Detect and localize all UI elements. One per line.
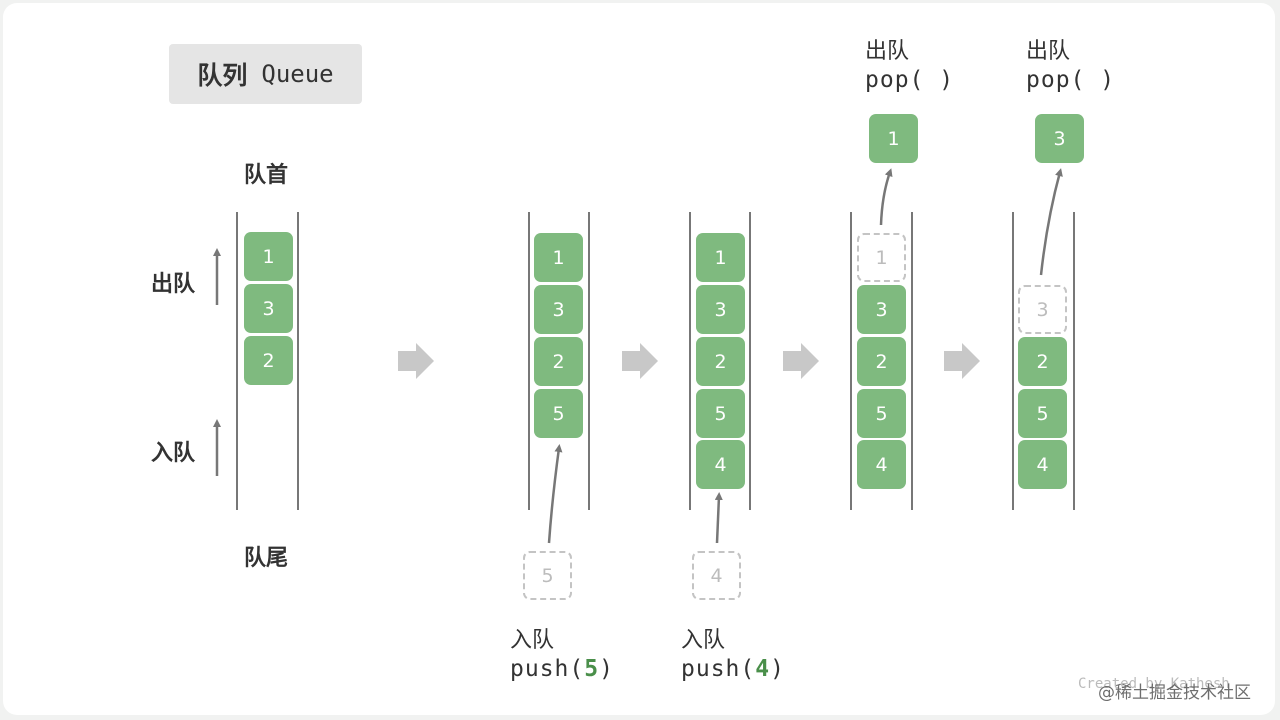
stage-2-cell: 5 [534, 389, 583, 438]
stage-5-left-rail [1012, 212, 1014, 510]
stage-5-cell: 2 [1018, 337, 1067, 386]
stage-2-pending-cell: 5 [523, 551, 572, 600]
stage-4-left-rail [850, 212, 852, 510]
stage-3-op-label: 入队 [681, 628, 726, 653]
stage-3-cell: 2 [696, 337, 745, 386]
op-code-suffix: ) [770, 656, 785, 682]
stage-3-pending-cell: 4 [692, 551, 741, 600]
stage-2-cell: 2 [534, 337, 583, 386]
stage-4-ghost-cell: 1 [857, 233, 906, 282]
transition-arrow-2 [622, 343, 658, 379]
stage-1-left-rail [236, 212, 238, 510]
transition-arrow-3 [783, 343, 819, 379]
stage-4-op-label: 出队 [865, 39, 910, 64]
stage-3-op-code: push(4) [681, 656, 785, 682]
stage-2-cell: 3 [534, 285, 583, 334]
stage-3-cell: 1 [696, 233, 745, 282]
stage-4-cell: 3 [857, 285, 906, 334]
stage-2-push-arrow [547, 444, 563, 544]
title-cn: 队列 [197, 61, 248, 90]
stage-4-right-rail [911, 212, 913, 510]
stage-2-right-rail [588, 212, 590, 510]
stage-2-cell: 1 [534, 233, 583, 282]
stage-4-op-code: pop( ) [865, 67, 955, 93]
stage-4-popped-cell: 1 [869, 114, 918, 163]
stage-3-right-rail [749, 212, 751, 510]
op-code-prefix: push( [510, 656, 585, 682]
watermark: @稀土掘金技术社区 [1098, 683, 1251, 703]
stage-1-cell: 1 [244, 232, 293, 281]
stage-1-cell: 2 [244, 336, 293, 385]
stage-1-right-rail [297, 212, 299, 510]
stage-3-push-arrow [714, 492, 723, 544]
stage-2-op-code: push(5) [510, 656, 614, 682]
stage-5-op-code: pop( ) [1026, 67, 1116, 93]
stage-5-popped-cell: 3 [1035, 114, 1084, 163]
stage-5-ghost-cell: 3 [1018, 285, 1067, 334]
transition-arrow-4 [944, 343, 980, 379]
stage-2-op-label: 入队 [510, 628, 555, 653]
stage-5-cell: 5 [1018, 389, 1067, 438]
op-code-prefix: push( [681, 656, 756, 682]
op-code-suffix: ) [599, 656, 614, 682]
stage-2-left-rail [528, 212, 530, 510]
queue-tail-label: 队尾 [244, 546, 289, 571]
stage-3-left-rail [689, 212, 691, 510]
enqueue-label: 入队 [151, 441, 196, 466]
stage-4-pop-arrow [879, 168, 893, 226]
title-box: 队列 Queue [169, 44, 362, 104]
watermark-faint: Created by Kathesh [1078, 676, 1230, 692]
op-code-arg: 5 [584, 656, 600, 682]
stage-4-cell: 2 [857, 337, 906, 386]
queue-head-label: 队首 [244, 163, 289, 188]
stage-3-cell: 4 [696, 440, 745, 489]
title-en: Queue [261, 60, 334, 88]
stage-4-cell: 4 [857, 440, 906, 489]
stage-4-cell: 5 [857, 389, 906, 438]
stage-3-cell: 3 [696, 285, 745, 334]
stage-5-op-label: 出队 [1026, 39, 1071, 64]
stage-5-cell: 4 [1018, 440, 1067, 489]
transition-arrow-1 [398, 343, 434, 379]
op-code-arg: 4 [755, 656, 771, 682]
stage-1-cell: 3 [244, 284, 293, 333]
stage-3-cell: 5 [696, 389, 745, 438]
stage-5-pop-arrow [1039, 168, 1063, 276]
stage-5-right-rail [1073, 212, 1075, 510]
dequeue-label: 出队 [151, 272, 196, 297]
